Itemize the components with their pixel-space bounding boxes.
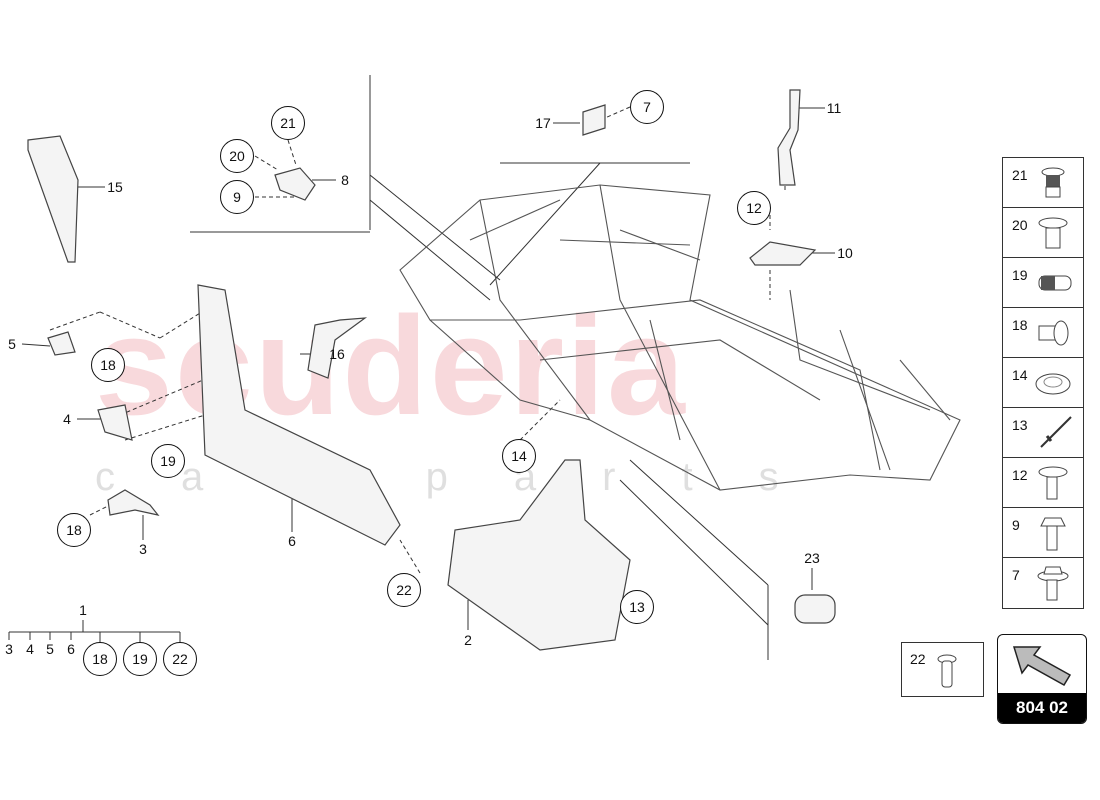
callout-circle-14[interactable]: 14: [502, 439, 536, 473]
callout-circle-18[interactable]: 18: [91, 348, 125, 382]
tree-child-6: 6: [67, 641, 75, 657]
callout-circle-21[interactable]: 21: [271, 106, 305, 140]
blind-rivet-icon: [1040, 416, 1072, 448]
callout-23[interactable]: 23: [804, 550, 820, 566]
fastener-legend: 21 20 19 18 14 13 12 9 7: [1002, 157, 1084, 609]
pan-head-screw-icon: [1038, 466, 1068, 500]
callout-circle-18b[interactable]: 18: [57, 513, 91, 547]
tree-child-19: 19: [123, 642, 157, 676]
previous-page-button[interactable]: 804 02: [997, 634, 1087, 724]
watermark-brand: scuderia: [95, 287, 687, 444]
callout-circle-22[interactable]: 22: [387, 573, 421, 607]
plastic-rivet-icon: [1038, 217, 1068, 249]
callout-8[interactable]: 8: [341, 172, 349, 188]
legend-item-18[interactable]: 18: [1003, 308, 1083, 358]
callout-circle-13[interactable]: 13: [620, 590, 654, 624]
tree-child-4: 4: [26, 641, 34, 657]
legend-item-19[interactable]: 19: [1003, 258, 1083, 308]
legend-item-14[interactable]: 14: [1003, 358, 1083, 408]
hex-washer-bolt-icon: [1037, 566, 1069, 601]
plug-cap-icon: [1035, 373, 1071, 395]
callout-circle-19[interactable]: 19: [151, 444, 185, 478]
callout-circle-20[interactable]: 20: [220, 139, 254, 173]
legend-item-20[interactable]: 20: [1003, 208, 1083, 258]
page-code: 804 02: [998, 693, 1086, 723]
tree-child-3: 3: [5, 641, 13, 657]
callout-6[interactable]: 6: [288, 533, 296, 549]
arrow-up-left-icon: [1012, 646, 1072, 687]
callout-16[interactable]: 16: [329, 346, 345, 362]
callout-3[interactable]: 3: [139, 541, 147, 557]
hex-flange-bolt-icon: [1040, 517, 1066, 551]
legend-item-22[interactable]: 22: [901, 642, 984, 697]
callout-circle-7[interactable]: 7: [630, 90, 664, 124]
callout-5[interactable]: 5: [8, 336, 16, 352]
tree-child-18: 18: [83, 642, 117, 676]
legend-item-21[interactable]: 21: [1003, 158, 1083, 208]
tree-child-22: 22: [163, 642, 197, 676]
callout-17[interactable]: 17: [535, 115, 551, 131]
tree-child-5: 5: [46, 641, 54, 657]
callout-circle-12[interactable]: 12: [737, 191, 771, 225]
legend-item-7[interactable]: 7: [1003, 558, 1083, 608]
knurled-sleeve-icon: [1038, 275, 1072, 291]
callout-10[interactable]: 10: [837, 245, 853, 261]
rivet-nut-icon: [1038, 320, 1069, 346]
callout-15[interactable]: 15: [107, 179, 123, 195]
legend-item-13[interactable]: 13: [1003, 408, 1083, 458]
threaded-insert-icon: [1041, 167, 1065, 198]
callout-2[interactable]: 2: [464, 632, 472, 648]
callout-circle-9[interactable]: 9: [220, 180, 254, 214]
legend-item-12[interactable]: 12: [1003, 458, 1083, 508]
callout-4[interactable]: 4: [63, 411, 71, 427]
callout-11[interactable]: 11: [826, 100, 842, 116]
sleeve-rivet-icon: [937, 654, 957, 688]
legend-item-9[interactable]: 9: [1003, 508, 1083, 558]
callout-1[interactable]: 1: [79, 602, 87, 618]
